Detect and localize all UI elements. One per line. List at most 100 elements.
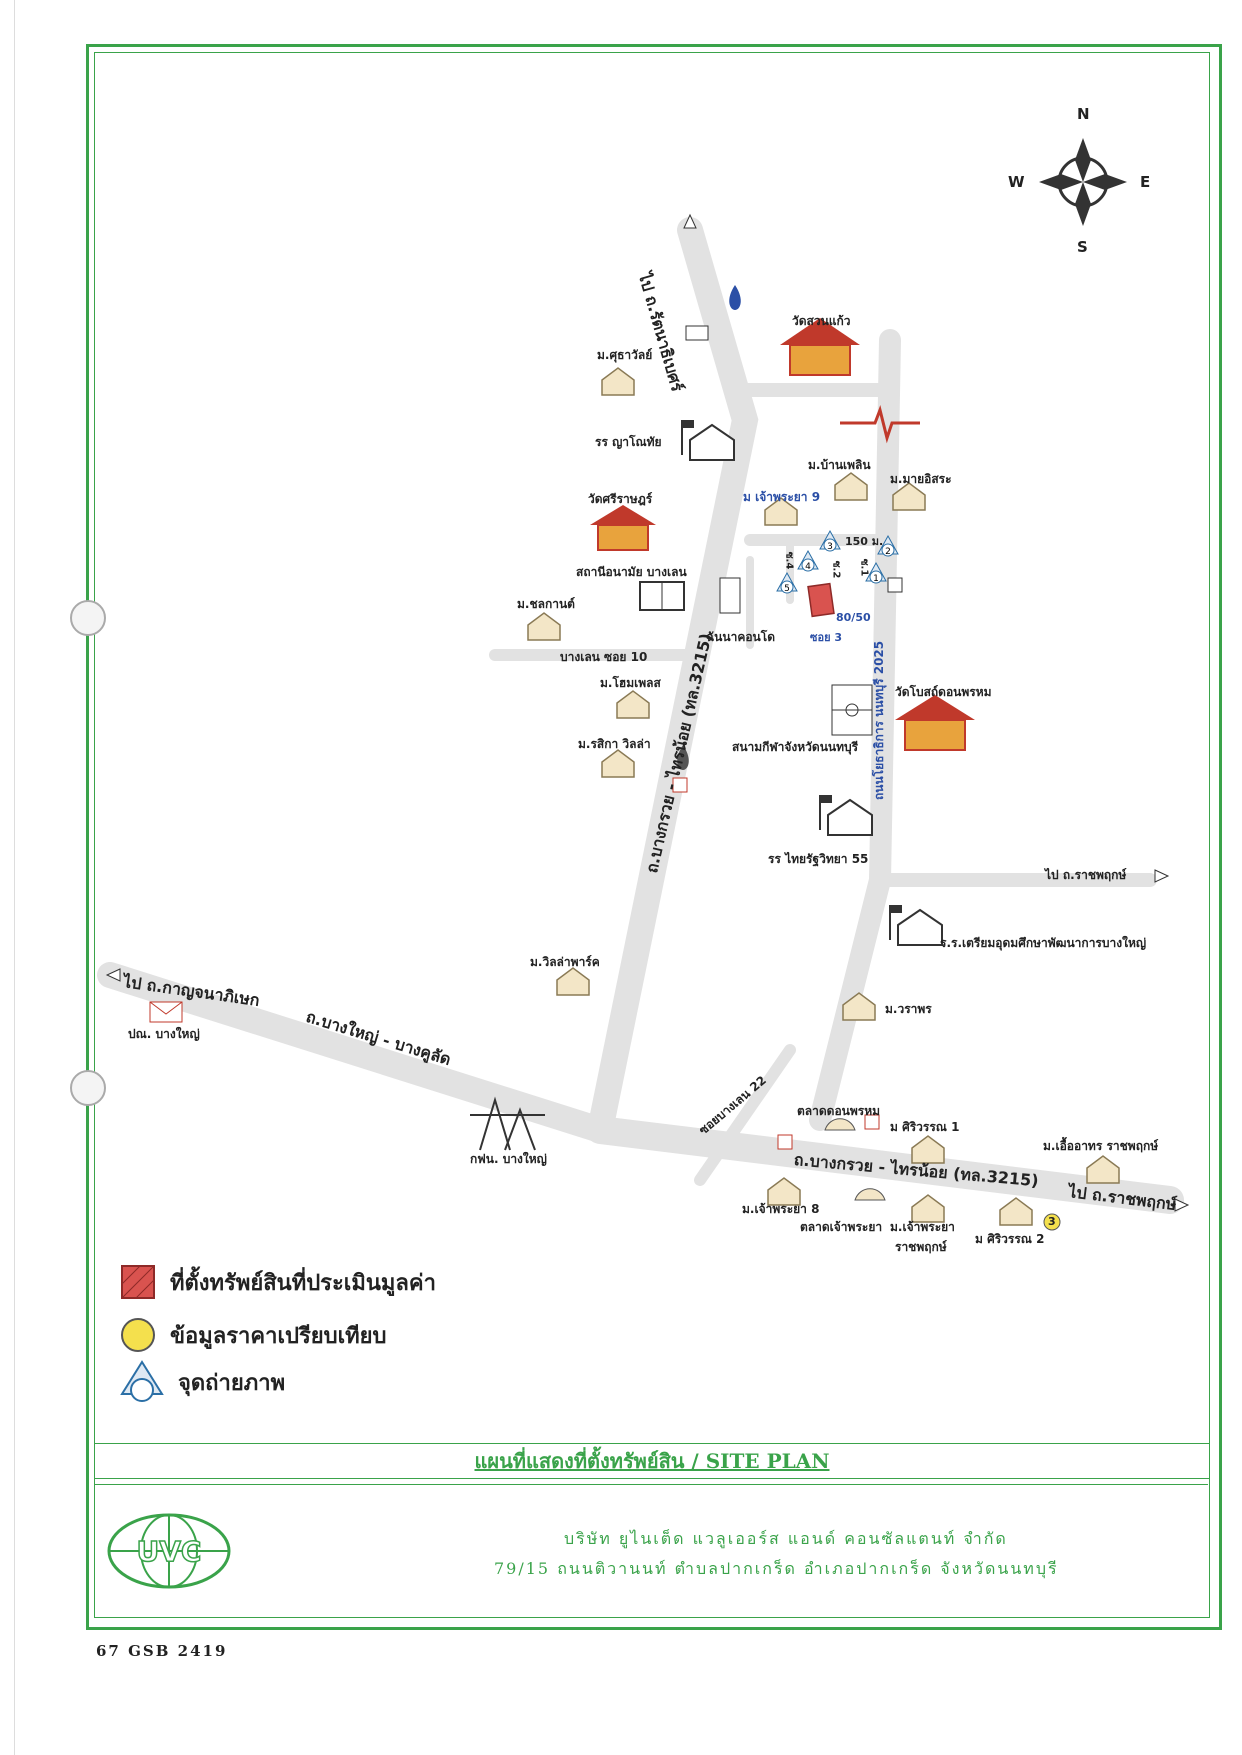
road-3215-east [586, 1116, 1184, 1214]
subject-property-marker [807, 582, 835, 618]
uvc-logo: UVC [107, 1513, 231, 1589]
map-frame [86, 44, 1222, 1630]
punch-hole [70, 1070, 106, 1106]
subject-swatch [121, 1265, 155, 1299]
village-icon [767, 1177, 801, 1206]
title-box: แผนที่แสดงที่ตั้งทรัพย์สิน / SITE PLAN [94, 1443, 1210, 1479]
comparable-swatch [121, 1318, 155, 1352]
boundary-marker [840, 405, 920, 444]
label-soi-2: ซ.2 [830, 560, 842, 579]
market-icon [824, 1118, 856, 1131]
photo-point-number: 4 [805, 562, 811, 572]
bank-icon [685, 325, 709, 341]
label-ratchaphruek: ราชพฤกษ์ [895, 1240, 947, 1254]
comparable-marker [1043, 1213, 1061, 1231]
label-soi-3: ซอย 3 [810, 631, 843, 644]
company-address: 79/15 ถนนติวานนท์ ตำบลปากเกร็ด อำเภอปากเ… [494, 1559, 1059, 1578]
compass-icon [1039, 138, 1127, 226]
label-m-home-place: ม.โฮมเพลส [600, 676, 661, 690]
legend-photo: จุดถ่ายภาพ [120, 1360, 285, 1404]
temple-icon [895, 695, 975, 751]
company-block: UVC บริษัท ยูไนเต็ด แวลูเออร์ส แอนด์ คอน… [94, 1484, 1208, 1615]
label-market-chao-phraya: ตลาดเจ้าพระยา [800, 1220, 883, 1234]
punch-hole [70, 600, 106, 636]
photo-point-number: 2 [885, 547, 891, 557]
label-m-ua-athon: ม.เอื้ออาทร ราชพฤกษ์ [1043, 1139, 1159, 1153]
page-title: แผนที่แสดงที่ตั้งทรัพย์สิน / SITE PLAN [474, 1449, 830, 1473]
village-icon [601, 749, 635, 778]
compass-w: W [1008, 173, 1025, 191]
label-chinna-condo: ฉันนาคอนโด [706, 630, 775, 644]
direction-arrow-icon [1154, 869, 1170, 883]
gas-station-icon [729, 285, 741, 310]
village-icon [842, 992, 876, 1021]
label-m-villa-park: ม.วิลล่าพาร์ค [530, 955, 600, 969]
village-icon [527, 612, 561, 641]
condo-icon [719, 577, 741, 614]
market-icon [854, 1188, 886, 1201]
temple-icon [590, 505, 656, 551]
school-icon [819, 795, 873, 836]
village-icon [911, 1194, 945, 1223]
label-m-rasika: ม.รสิกา วิลล่า [578, 737, 651, 751]
label-soi-1: ซ.1 [858, 558, 870, 577]
legend-subject: ที่ตั้งทรัพย์สินที่ประเมินมูลค่า [120, 1260, 436, 1304]
compass-e: E [1140, 173, 1151, 191]
village-icon [834, 472, 868, 501]
label-distance: 150 ม. [845, 535, 884, 548]
road-soi-22 [694, 1044, 796, 1186]
label-m-chao-phraya-rp: ม.เจ้าพระยา [890, 1220, 955, 1234]
village-icon [1086, 1155, 1120, 1184]
label-soi-4: ซ.4 [783, 551, 795, 570]
comparable-number: 3 [1048, 1215, 1056, 1228]
label-school-yannotai: รร ญาโณทัย [595, 435, 662, 449]
convenience-store-icon [887, 577, 903, 593]
label-road-2025: ถนนโยธาธิการ นนทบุรี 2025 [872, 640, 886, 800]
temple-icon [780, 318, 860, 376]
company-name: บริษัท ยูไนเต็ด แวลูเออร์ส แอนด์ คอนซัลแ… [564, 1529, 1008, 1548]
label-wat-suan-kaew: วัดสวนแก้ว [792, 314, 851, 328]
photo-point-number: 3 [827, 542, 833, 552]
label-m-ban-phloen: ม.บ้านเพลิน [808, 458, 871, 472]
photo-point-number: 5 [784, 584, 790, 594]
label-to-ratchaphruek-1: ไป ถ.ราชพฤกษ์ [1045, 868, 1127, 882]
village-icon [601, 367, 635, 396]
compass-n: N [1077, 105, 1090, 123]
legend-subject-label: ที่ตั้งทรัพย์สินที่ประเมินมูลค่า [170, 1269, 436, 1296]
label-m-sutharat: ม.ศุธาวัลย์ [597, 348, 653, 362]
label-plot: 80/50 [836, 611, 871, 624]
gas-station-icon [677, 745, 689, 770]
photo-point-marker: 1 [865, 561, 887, 584]
label-bang-len-10: บางเลน ซอย 10 [560, 650, 648, 664]
direction-arrow-icon [683, 213, 697, 229]
legend-comparable: ข้อมูลราคาเปรียบเทียบ [120, 1313, 387, 1357]
convenience-store-icon [864, 1114, 880, 1130]
photo-point-marker: 5 [776, 571, 798, 594]
label-health-station: สถานีอนามัย บางเลน [576, 565, 687, 579]
legend-photo-label: จุดถ่ายภาพ [178, 1369, 286, 1396]
school-icon [889, 905, 943, 946]
label-m-mai-isara: ม.มายอิสระ [890, 472, 952, 486]
village-icon [764, 497, 798, 526]
village-icon [999, 1197, 1033, 1226]
photo-point-swatch [120, 1360, 164, 1402]
power-station-icon [470, 1096, 545, 1151]
label-m-chao-phraya-9: ม เจ้าพระยา 9 [743, 490, 821, 504]
village-icon [911, 1135, 945, 1164]
uvc-logo-text: UVC [137, 1535, 202, 1568]
village-icon [556, 967, 590, 996]
convenience-store-icon [672, 777, 688, 793]
label-m-siriwan-1: ม ศิริวรรณ 1 [890, 1120, 960, 1134]
health-station-icon [639, 581, 685, 611]
convenience-store-icon [777, 1134, 793, 1150]
label-market-don-phrom: ตลาดดอนพรหม [797, 1104, 881, 1118]
post-office-icon [149, 1001, 183, 1023]
stadium-icon [831, 684, 873, 736]
label-post-office: ปณ. บางใหญ่ [128, 1027, 200, 1041]
compass-s: S [1077, 238, 1088, 256]
direction-arrow-icon [105, 968, 121, 982]
page-margin-line [14, 0, 15, 1755]
road-3215-north [587, 217, 759, 1143]
school-icon [681, 420, 735, 461]
